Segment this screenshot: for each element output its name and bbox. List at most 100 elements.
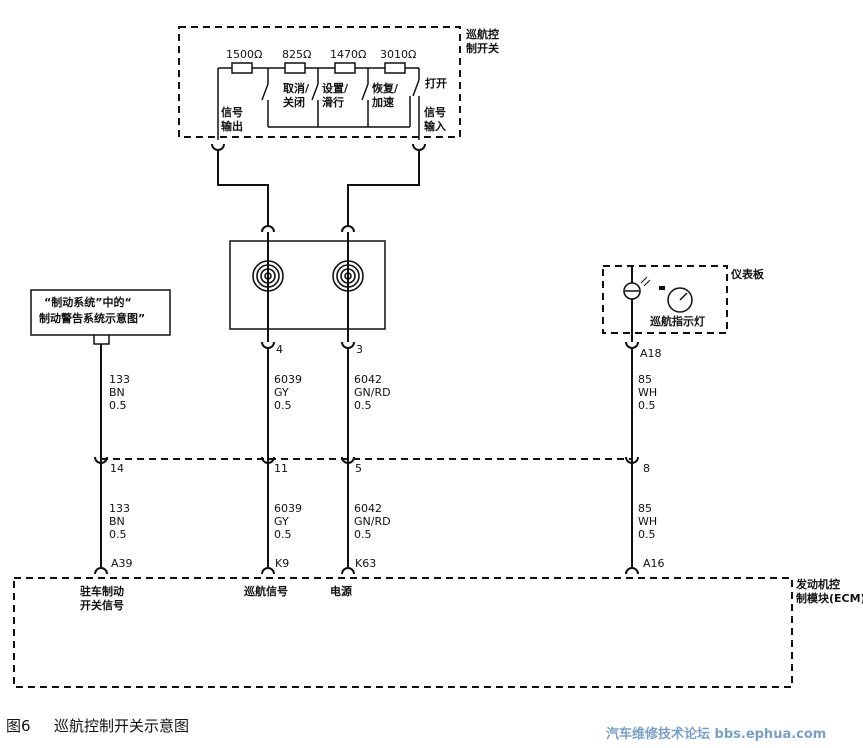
panel-dashed-box bbox=[602, 265, 728, 334]
clock-spring-coil-left bbox=[252, 260, 284, 292]
button-label-resume-1: 恢复/ bbox=[372, 81, 399, 95]
junction-pin-11: 11 bbox=[274, 462, 288, 475]
wire-label: 6042 bbox=[354, 373, 382, 386]
instrument-panel: 仪表板 巡航指示灯 bbox=[602, 265, 765, 342]
brake-note-box bbox=[30, 289, 171, 336]
button-label-cancel-1: 取消/ bbox=[283, 81, 310, 95]
signal-in-line2: 输入 bbox=[424, 119, 446, 133]
clock-spring-box bbox=[229, 240, 386, 330]
cruise-switch-block: 巡航控 制开关 1500Ω 825Ω 1470Ω 3010Ω bbox=[178, 26, 499, 140]
button-label-set-1: 设置/ bbox=[322, 81, 349, 95]
connector-switch-right bbox=[412, 143, 426, 151]
wire-label: GY bbox=[274, 515, 289, 528]
wire-label: 6039 bbox=[274, 373, 302, 386]
signal-out-line1: 信号 bbox=[221, 105, 243, 119]
switch-dashed-box bbox=[178, 26, 461, 138]
resistor-1 bbox=[231, 62, 253, 74]
wire-label: 0.5 bbox=[274, 528, 292, 541]
resistor-2 bbox=[284, 62, 306, 74]
resistor-4 bbox=[384, 62, 406, 74]
panel-title: 仪表板 bbox=[730, 267, 765, 281]
connector-clockspring-top-right bbox=[341, 225, 355, 233]
junction-connector-row: 14 11 5 8 bbox=[94, 456, 650, 475]
brake-note-line1: “制动系统”中的“ bbox=[44, 295, 132, 309]
wire-label: 6042 bbox=[354, 502, 382, 515]
figure-number: 图6 bbox=[6, 717, 31, 735]
watermark-text: 汽车维修技术论坛 bbs.ephua.com bbox=[606, 726, 826, 742]
ecm-block: 发动机控 制模块(ECM) 驻车制动 开关信号 巡航信号 电源 bbox=[13, 577, 863, 688]
connector-a16 bbox=[625, 567, 639, 575]
wire-label: 133 bbox=[109, 373, 130, 386]
wire-label: 133 bbox=[109, 502, 130, 515]
button-label-resume-2: 加速 bbox=[371, 95, 394, 109]
signal-in-line1: 信号 bbox=[424, 105, 446, 119]
button-switches bbox=[261, 68, 411, 128]
wire-label: 0.5 bbox=[354, 528, 372, 541]
ecm-dashed-box bbox=[13, 577, 793, 688]
wire-label: BN bbox=[109, 386, 125, 399]
wire-label: 0.5 bbox=[274, 399, 292, 412]
switch-title-line1: 巡航控 bbox=[466, 27, 499, 41]
wire-switch-out-to-clockspring bbox=[217, 150, 269, 225]
wire-label: WH bbox=[638, 386, 657, 399]
ecm-pin-k63: K63 bbox=[355, 557, 376, 570]
signal-out-line2: 输出 bbox=[221, 119, 243, 133]
upper-wire-labels: 133 BN 0.5 6039 GY 0.5 6042 GN/RD 0.5 85… bbox=[109, 373, 657, 412]
resistor-label-1: 1500Ω bbox=[226, 48, 262, 61]
wire-label: 0.5 bbox=[109, 399, 127, 412]
upper-pin-label-4: A18 bbox=[640, 347, 662, 360]
junction-pin-14: 14 bbox=[110, 462, 124, 475]
wire-label: 0.5 bbox=[638, 528, 656, 541]
switch-title-line2: 制开关 bbox=[466, 41, 499, 55]
ecm-pin-k9-desc: 巡航信号 bbox=[244, 584, 288, 598]
upper-pin-label-3: 3 bbox=[356, 343, 363, 356]
ecm-title-line1: 发动机控 bbox=[795, 577, 840, 591]
resistor-label-3: 1470Ω bbox=[330, 48, 366, 61]
resistor-label-2: 825Ω bbox=[282, 48, 311, 61]
connector-pin-4 bbox=[261, 341, 275, 349]
lower-wire-labels: 133 BN 0.5 6039 GY 0.5 6042 GN/RD 0.5 85… bbox=[109, 502, 657, 541]
wire-label: BN bbox=[109, 515, 125, 528]
open-label: 打开 bbox=[425, 76, 447, 90]
wire-label: GN/RD bbox=[354, 515, 391, 528]
wire-label: 85 bbox=[638, 373, 652, 386]
figure-title: 巡航控制开关示意图 bbox=[54, 717, 189, 735]
connector-clockspring-top-left bbox=[261, 225, 275, 233]
brake-note-line2: 制动警告系统示意图” bbox=[39, 311, 145, 325]
connector-k9 bbox=[261, 567, 275, 575]
resistor-label-4: 3010Ω bbox=[380, 48, 416, 61]
wire-label: GY bbox=[274, 386, 289, 399]
connector-switch-left bbox=[211, 143, 225, 151]
button-label-set-2: 滑行 bbox=[322, 95, 344, 109]
clock-spring-coil-right bbox=[332, 260, 364, 292]
connector-k63 bbox=[341, 567, 355, 575]
ecm-pin-a16: A16 bbox=[643, 557, 665, 570]
ecm-pin-a39-desc-2: 开关信号 bbox=[80, 598, 124, 612]
ecm-title-line2: 制模块(ECM) bbox=[796, 591, 863, 605]
speedometer-icon bbox=[659, 286, 693, 313]
connector-a39 bbox=[94, 567, 108, 575]
junction-pin-5: 5 bbox=[355, 462, 362, 475]
wire-label: 6039 bbox=[274, 502, 302, 515]
wire-label: 0.5 bbox=[638, 399, 656, 412]
ecm-pin-k9: K9 bbox=[275, 557, 289, 570]
wire-label: 0.5 bbox=[354, 399, 372, 412]
brake-note: “制动系统”中的“ 制动警告系统示意图” bbox=[30, 289, 171, 345]
brake-note-tab bbox=[93, 335, 110, 345]
wire-switch-in-to-clockspring bbox=[347, 150, 420, 225]
wire-label: WH bbox=[638, 515, 657, 528]
upper-pin-label-2: 4 bbox=[276, 343, 283, 356]
ecm-pin-a39-desc-1: 驻车制动 bbox=[80, 584, 124, 598]
ecm-pin-k63-desc: 电源 bbox=[330, 584, 352, 598]
clock-spring-block bbox=[229, 232, 386, 342]
open-switch-contact bbox=[412, 79, 420, 97]
connector-pin-a18 bbox=[625, 341, 639, 349]
wire-label: 0.5 bbox=[109, 528, 127, 541]
ecm-pin-a39: A39 bbox=[111, 557, 133, 570]
lamp-label: 巡航指示灯 bbox=[650, 314, 705, 328]
junction-pin-8: 8 bbox=[643, 462, 650, 475]
wire-label: 85 bbox=[638, 502, 652, 515]
button-label-cancel-2: 关闭 bbox=[283, 95, 305, 109]
wire-label: GN/RD bbox=[354, 386, 391, 399]
